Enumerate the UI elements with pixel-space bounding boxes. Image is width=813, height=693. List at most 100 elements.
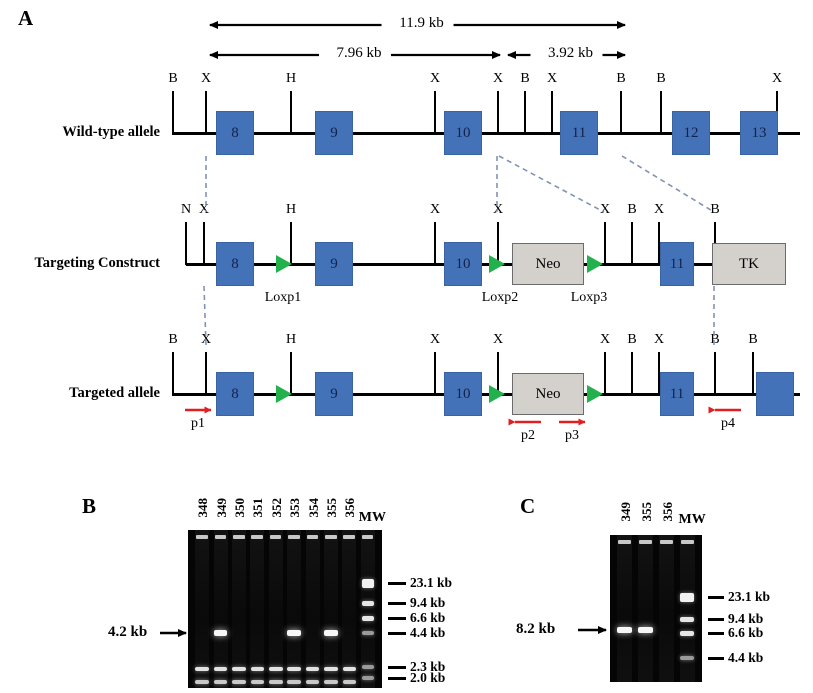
well-352 xyxy=(269,535,282,539)
measurement-label-1: 7.96 kb xyxy=(321,45,397,62)
restriction-tick-b-0-7 xyxy=(620,91,622,134)
restriction-tick-x-2-1 xyxy=(205,352,207,395)
ladder-label-5: 2.0 kb xyxy=(410,670,446,685)
well-355 xyxy=(324,535,337,539)
well-MW xyxy=(361,535,374,539)
lane-background-MW xyxy=(679,535,696,682)
lower-band-352-1 xyxy=(268,680,283,684)
loxp-label-2: Loxp2 xyxy=(481,290,519,305)
connector-diag-x-left xyxy=(498,155,605,213)
restriction-tick-x-1-3 xyxy=(434,222,436,265)
gel-lane-label-351: 351 xyxy=(250,498,266,518)
gel-b-callout: 4.2 kb xyxy=(108,624,148,640)
ladder-tick-3 xyxy=(388,632,406,635)
ladder-band-23kb xyxy=(361,665,374,669)
well-MW xyxy=(680,540,694,544)
restriction-label-b-2-6: B xyxy=(627,332,637,347)
restriction-label-b-1-8: B xyxy=(710,202,720,217)
exon-box-11-0: 11 xyxy=(560,111,598,155)
gel-lane-label-355: 355 xyxy=(638,502,654,522)
ladder-label-3: 4.4 kb xyxy=(728,650,764,665)
restriction-tick-b-2-9 xyxy=(752,352,754,395)
lane-background-354 xyxy=(305,530,320,688)
restriction-tick-h-0-2 xyxy=(290,91,292,134)
loxp-triangle-2 xyxy=(489,255,505,273)
restriction-label-x-0-4: X xyxy=(492,71,504,86)
ladder-band-44kb xyxy=(680,656,695,660)
exon-box-8-1: 8 xyxy=(216,242,254,286)
primer-label-p3: p3 xyxy=(565,428,579,443)
restriction-tick-x-0-4 xyxy=(497,91,499,134)
target-band-349 xyxy=(213,630,228,636)
exon-box-11-2: 11 xyxy=(660,372,694,416)
well-348 xyxy=(196,535,208,539)
primer-label-p1: p1 xyxy=(191,416,205,431)
lower-band-348-0 xyxy=(195,667,209,671)
gel-c-callout: 8.2 kb xyxy=(516,621,556,637)
restriction-tick-b-1-6 xyxy=(631,222,633,265)
restriction-tick-x-1-5 xyxy=(604,222,606,265)
loxp-triangle-1 xyxy=(276,255,292,273)
restriction-label-n-1-0: N xyxy=(180,202,192,217)
restriction-label-x-2-3: X xyxy=(429,332,441,347)
lane-background-351 xyxy=(250,530,265,688)
ladder-band-66kb xyxy=(361,615,374,621)
ladder-tick-2 xyxy=(388,617,406,620)
restriction-tick-x-2-4 xyxy=(497,352,499,395)
ladder-band-66kb xyxy=(680,630,695,636)
restriction-label-b-0-0: B xyxy=(168,71,178,86)
lower-band-356-0 xyxy=(342,667,357,671)
measurement-label-0: 11.9 kb xyxy=(383,15,460,32)
gel-mw-lane-label: MW xyxy=(678,512,706,527)
well-355 xyxy=(638,540,652,544)
restriction-label-b-2-0: B xyxy=(168,332,178,347)
loxp-triangle-targeted-2 xyxy=(489,385,505,403)
restriction-tick-x-2-7 xyxy=(658,352,660,395)
ladder-band-20kb xyxy=(361,676,374,680)
restriction-label-h-1-2: H xyxy=(285,202,297,217)
well-356 xyxy=(343,535,356,539)
restriction-label-x-0-9: X xyxy=(771,71,783,86)
lower-band-349-0 xyxy=(213,667,228,671)
ladder-band-44kb xyxy=(361,631,374,635)
restriction-label-x-0-3: X xyxy=(429,71,441,86)
restriction-tick-x-1-1 xyxy=(203,222,205,265)
restriction-tick-x-1-4 xyxy=(497,222,499,265)
target-band-355 xyxy=(324,630,338,636)
gel-lane-label-355: 355 xyxy=(324,498,339,518)
primer-label-p4: p4 xyxy=(721,416,735,431)
ladder-band-94kb xyxy=(680,616,695,622)
well-353 xyxy=(288,535,300,539)
exon-box-blank-2 xyxy=(756,372,794,416)
lane-background-348 xyxy=(195,530,210,688)
lower-band-353-1 xyxy=(287,680,301,684)
lower-band-348-1 xyxy=(195,680,209,684)
target-band-353 xyxy=(287,630,301,636)
lane-background-355 xyxy=(637,535,654,682)
exon-box-13-0: 13 xyxy=(740,111,778,155)
loxp-triangle-targeted-3 xyxy=(587,385,603,403)
restriction-label-b-2-8: B xyxy=(710,332,720,347)
ladder-tick-5 xyxy=(388,677,406,680)
backbone-wild-type-allele xyxy=(172,132,800,135)
target-band-355 xyxy=(637,627,654,633)
restriction-label-h-0-2: H xyxy=(285,71,297,86)
ladder-label-1: 9.4 kb xyxy=(728,611,764,626)
gel-lane-label-350: 350 xyxy=(232,498,247,518)
exon-box-9-1: 9 xyxy=(315,242,353,286)
restriction-label-x-1-7: X xyxy=(653,202,665,217)
gel-mw-lane-label: MW xyxy=(358,510,387,525)
gel-lane-label-349: 349 xyxy=(213,498,229,518)
restriction-tick-b-0-5 xyxy=(524,91,526,134)
restriction-tick-x-2-5 xyxy=(604,352,606,395)
exon-box-10-1: 10 xyxy=(444,242,482,286)
restriction-tick-b-2-6 xyxy=(631,352,633,395)
restriction-tick-h-1-2 xyxy=(290,222,292,265)
measurement-label-2: 3.92 kb xyxy=(532,45,609,62)
exon-box-12-0: 12 xyxy=(672,111,710,155)
ladder-tick-4 xyxy=(388,666,406,669)
gel-lane-label-356: 356 xyxy=(342,498,358,518)
exon-box-9-0: 9 xyxy=(315,111,353,155)
loxp-triangle-targeted-1 xyxy=(276,385,292,403)
lower-band-352-0 xyxy=(268,667,283,671)
